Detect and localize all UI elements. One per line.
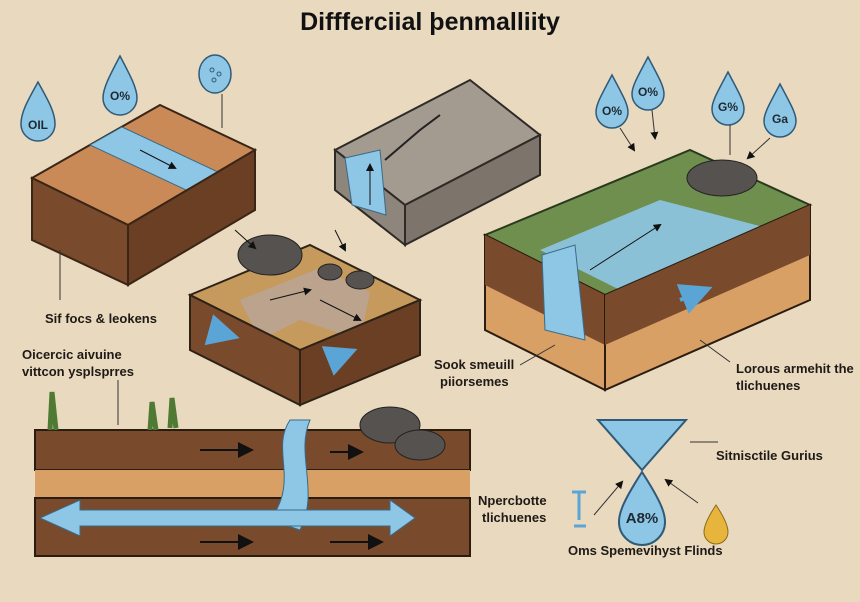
drop-label: OIL [28,118,48,132]
label-bottom-left-1: Oicercic aivuine [22,347,122,362]
label-bottom-right-2: tlichuenes [482,510,546,525]
label-bottom-right-1: Npercbotte [478,493,547,508]
drop-label: G% [718,100,738,114]
drop-oil: OIL [20,80,56,142]
drop-right-3: G% [711,70,745,155]
rock-block-center [333,78,542,252]
drop-label: O% [110,89,130,103]
grass-block-right [482,148,813,392]
diagram-title: Diffferciial þenmalliity [300,8,560,36]
soil-block-middle [187,229,423,407]
label-right-2: tlichuenes [736,378,800,393]
drop-right-2: O% [631,55,665,140]
label-left-block: Sif focs & leokens [45,311,157,326]
drop-label: O% [638,85,658,99]
label-center-2: piiorsemes [440,374,509,389]
leader-line [519,344,556,366]
soil-block-left [29,103,258,287]
label-center-1: Sook smeuill [434,357,514,372]
label-right-1: Lorous armehit the [736,361,854,376]
drop-label: Ga [772,112,788,126]
bubble-drop-icon [198,54,232,128]
main-drop-label: A8% [626,510,659,527]
drop-label: O% [602,104,622,118]
drop-percent: O% [102,54,138,116]
label-funnel: Sitnisctile Gurius [716,448,823,463]
funnel-figure [572,419,729,546]
caption-bottom: Oms Spemevihyst Flinds [568,543,723,558]
soil-cross-section [34,380,471,557]
drop-right-1: O% [595,73,636,152]
leader-line [699,339,731,363]
drop-right-4: Ga [746,82,797,160]
label-bottom-left-2: vittcon ysplsprres [22,364,134,379]
